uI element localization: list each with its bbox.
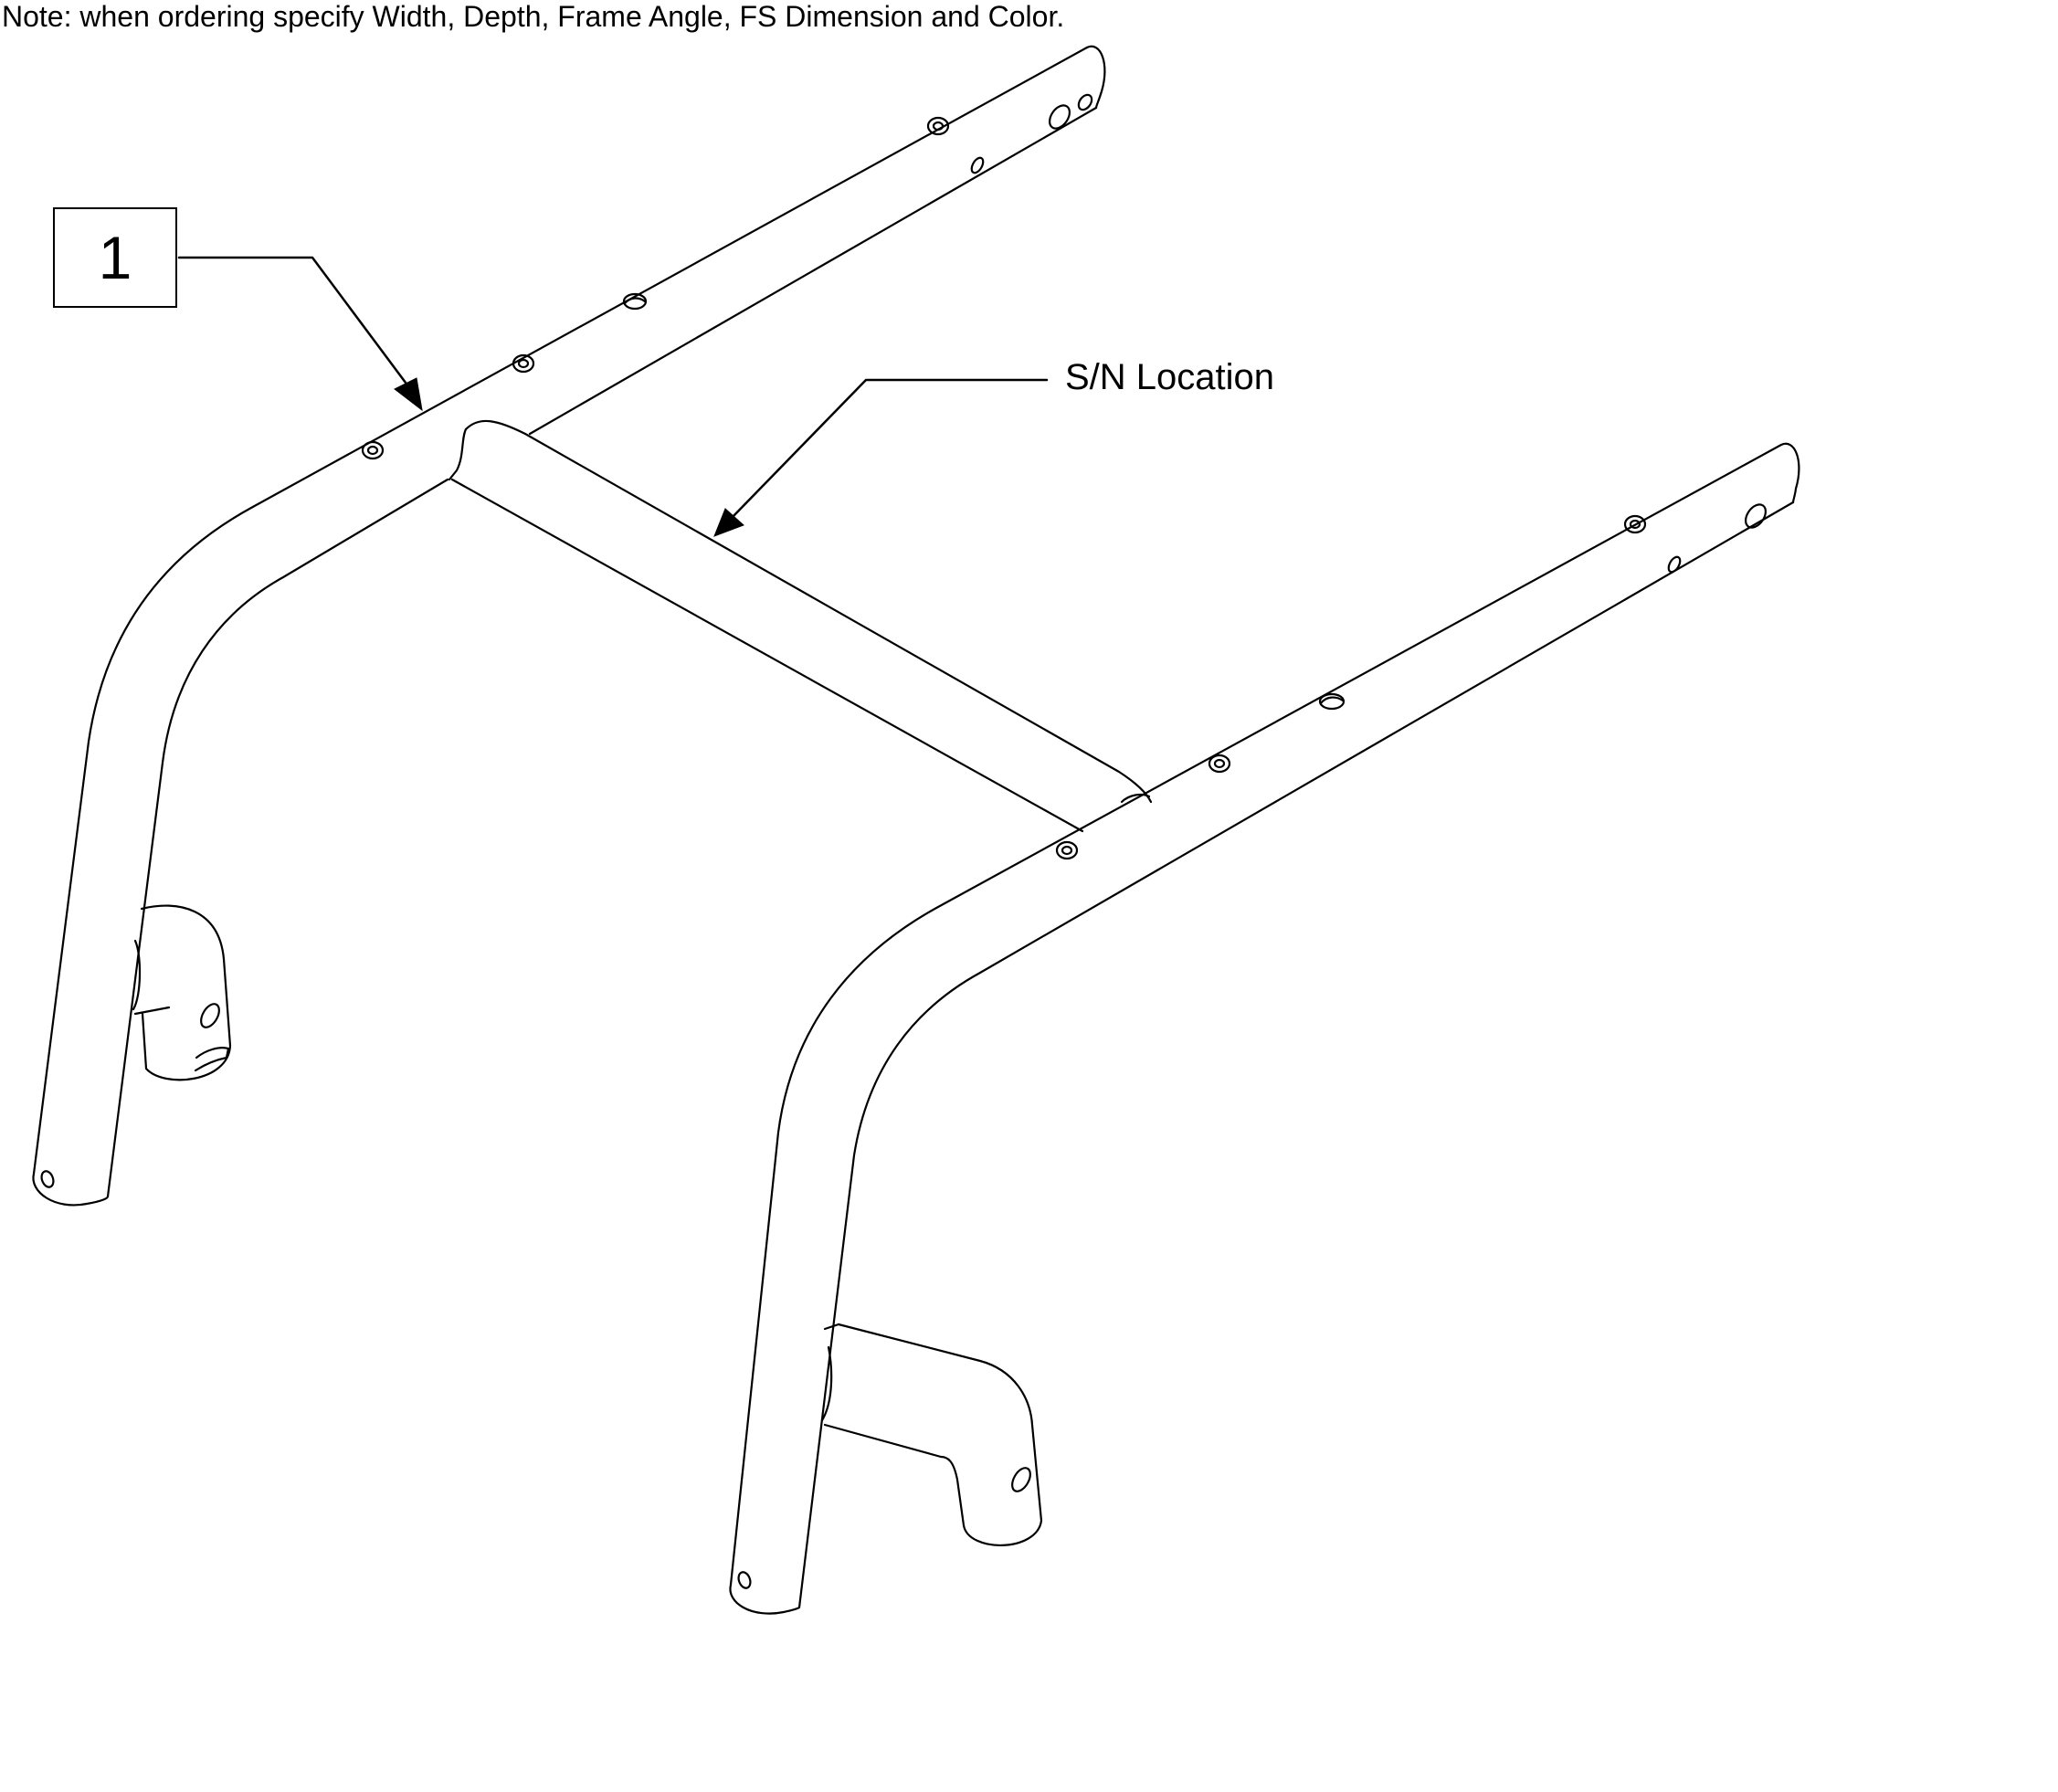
item-callout-box: 1 — [53, 207, 177, 308]
right-side-frame — [729, 442, 1800, 1615]
left-side-frame — [32, 45, 1106, 1207]
ordering-note: Note: when ordering specify Width, Depth… — [2, 0, 1065, 33]
leader-lines — [177, 256, 1049, 537]
item-number-label: 1 — [98, 224, 132, 291]
cross-tube — [448, 419, 1153, 833]
sn-location-label: S/N Location — [1065, 357, 1275, 397]
mounting-holes — [40, 93, 1768, 1589]
